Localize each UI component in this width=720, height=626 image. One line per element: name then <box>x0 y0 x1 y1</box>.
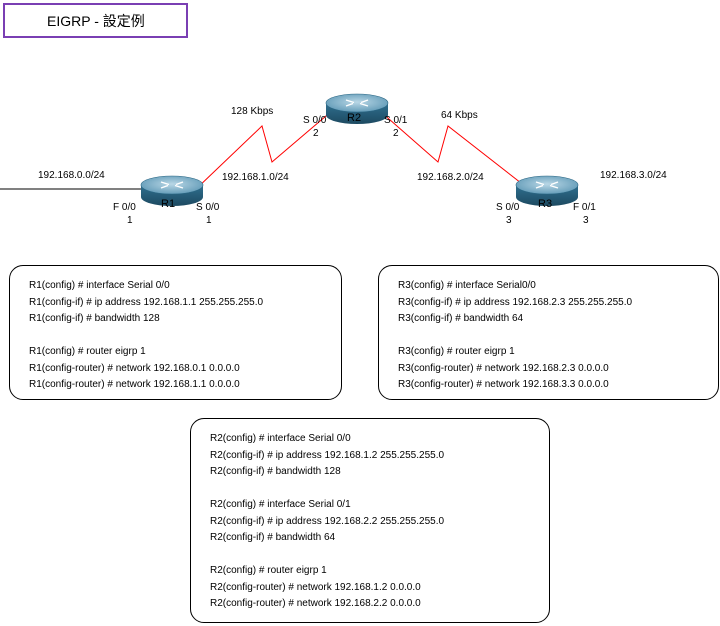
network-r1-r2-label: 192.168.1.0/24 <box>222 172 289 183</box>
router-r3-label: R3 <box>538 198 553 210</box>
config-line: R2(config) # interface Serial 0/0 <box>210 433 351 444</box>
config-line: R1(config-router) # network 192.168.1.1 … <box>29 379 240 390</box>
config-line: R2(config-if) # bandwidth 128 <box>210 466 341 477</box>
config-blank-line <box>398 328 718 345</box>
r1-f00-host: 1 <box>127 215 133 226</box>
router-r2-label: R2 <box>347 112 362 124</box>
r2-s01-name: S 0/1 <box>384 115 408 126</box>
page-title: EIGRP - 設定例 <box>47 12 145 29</box>
config-line: R2(config-if) # ip address 192.168.2.2 2… <box>210 515 445 527</box>
r2-config-box: R2(config) # interface Serial 0/0 R2(con… <box>190 418 550 623</box>
r1-s00-host: 1 <box>206 215 212 226</box>
config-blank-line <box>210 481 549 498</box>
config-line: R3(config-if) # ip address 192.168.2.3 2… <box>398 296 633 308</box>
config-line: R3(config-if) # bandwidth 64 <box>398 313 524 324</box>
config-line: R2(config-if) # bandwidth 64 <box>210 532 336 543</box>
config-line: R1(config-if) # ip address 192.168.1.1 2… <box>29 296 264 308</box>
config-line: R1(config) # router eigrp 1 <box>29 346 146 357</box>
config-blank-line <box>210 547 549 564</box>
config-line: R1(config-router) # network 192.168.0.1 … <box>29 362 240 374</box>
r2-s00-host: 2 <box>313 128 319 139</box>
config-blank-line <box>29 328 341 345</box>
serial-link-r1-r2 <box>194 109 334 191</box>
r2-s00-name: S 0/0 <box>303 115 327 126</box>
config-line: R3(config) # router eigrp 1 <box>398 346 515 357</box>
network-left-label: 192.168.0.0/24 <box>38 170 105 181</box>
config-line: R3(config) # interface Serial0/0 <box>398 280 536 291</box>
r1-s00-name: S 0/0 <box>196 202 220 213</box>
config-line: R3(config-router) # network 192.168.2.3 … <box>398 362 609 374</box>
config-line: R1(config) # interface Serial 0/0 <box>29 280 170 291</box>
r3-config-box: R3(config) # interface Serial0/0 R3(conf… <box>378 265 719 400</box>
r2-s01-host: 2 <box>393 128 399 139</box>
r3-s00-host: 3 <box>506 215 512 226</box>
config-line: R3(config-router) # network 192.168.3.3 … <box>398 379 609 390</box>
bandwidth-r1-r2: 128 Kbps <box>231 106 274 117</box>
r1-config-box: R1(config) # interface Serial 0/0 R1(con… <box>9 265 342 400</box>
title-box: EIGRP - 設定例 <box>3 3 188 38</box>
router-r1-label: R1 <box>161 198 176 210</box>
r3-s00-name: S 0/0 <box>496 202 520 213</box>
network-topology <box>0 93 579 207</box>
config-line: R2(config) # interface Serial 0/1 <box>210 499 351 510</box>
config-line: R2(config-router) # network 192.168.1.2 … <box>210 581 421 593</box>
bandwidth-r2-r3: 64 Kbps <box>441 110 478 121</box>
config-line: R2(config) # router eigrp 1 <box>210 565 327 576</box>
r3-f01-host: 3 <box>583 215 589 226</box>
network-r2-r3-label: 192.168.2.0/24 <box>417 172 484 183</box>
r3-f01-name: F 0/1 <box>573 202 596 213</box>
serial-link-r2-r3 <box>380 111 531 191</box>
config-line: R1(config-if) # bandwidth 128 <box>29 313 160 324</box>
config-line: R2(config-if) # ip address 192.168.1.2 2… <box>210 449 445 461</box>
network-right-label: 192.168.3.0/24 <box>600 170 667 181</box>
config-line: R2(config-router) # network 192.168.2.2 … <box>210 598 421 609</box>
r1-f00-name: F 0/0 <box>113 202 136 213</box>
